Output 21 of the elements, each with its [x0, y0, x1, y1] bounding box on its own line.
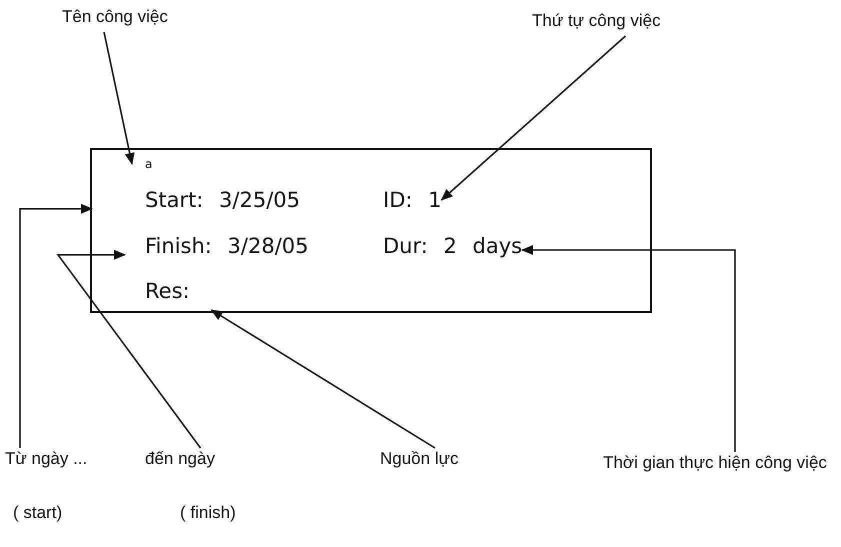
task-field: Res:: [145, 272, 215, 310]
task-field: a: [132, 155, 162, 173]
annotation-label: Thời gian thực hiện công việc: [600, 452, 830, 526]
annotation-label: Nguồn lực: [380, 448, 480, 474]
leader-arrow: [210, 309, 436, 449]
leader-arrow: [19, 204, 93, 448]
task-field: Finish: 3/28/05: [125, 226, 375, 266]
annotation-label: Thứ tự công việc: [532, 10, 702, 36]
annotation-label: Tên công việc: [62, 6, 202, 32]
task-field: Dur: 2 days: [383, 226, 522, 266]
task-field: Start: 3/25/05: [92, 180, 372, 220]
leader-arrow: [103, 32, 135, 165]
annotation-text: ( start): [13, 502, 62, 524]
annotation-text: đến ngày: [145, 448, 215, 470]
task-box: [90, 148, 652, 313]
annotation-text: Từ ngày ...: [5, 448, 88, 470]
task-field: ID: 1: [383, 180, 442, 220]
annotation-text: ( finish): [180, 502, 236, 524]
leader-arrow: [56, 250, 202, 448]
leader-arrow: [440, 35, 626, 201]
leader-arrow: [521, 245, 736, 452]
